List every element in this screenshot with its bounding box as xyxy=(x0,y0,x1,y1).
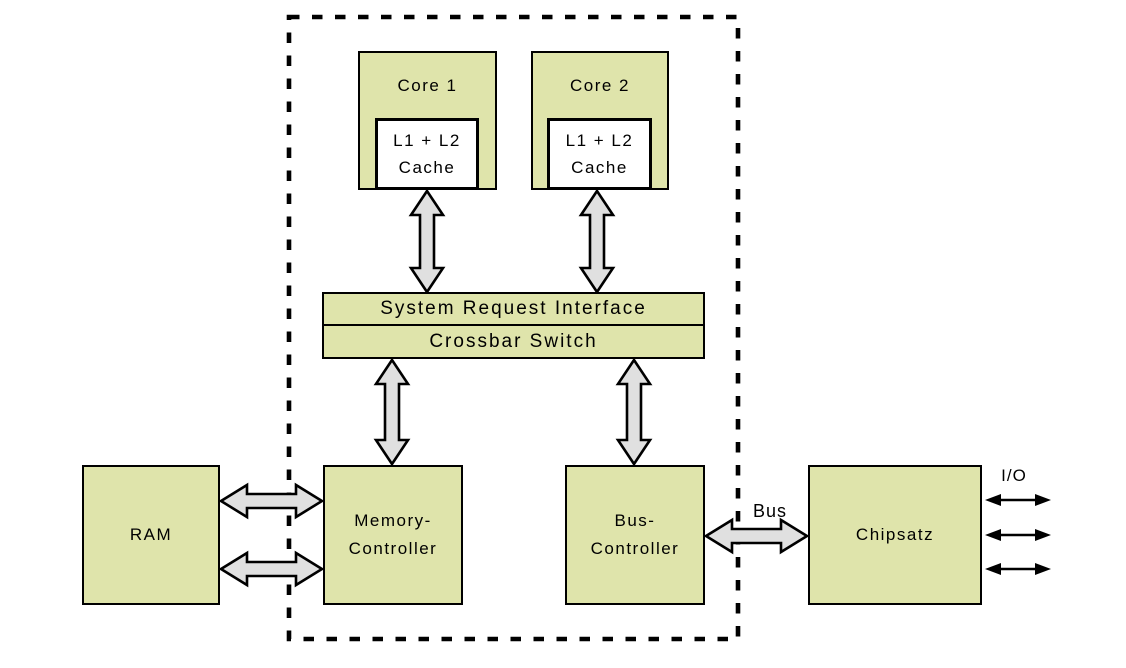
arrow-ram-memory-lower xyxy=(218,550,325,588)
chipsatz-label: Chipsatz xyxy=(855,525,935,544)
memory-controller-box: Memory- Controller xyxy=(323,465,463,605)
crossbar-switch-bar: Crossbar Switch xyxy=(322,324,705,359)
core1-label: Core 1 xyxy=(397,76,458,95)
sri-label: System Request Interface xyxy=(380,298,647,319)
arrow-crossbar-memory-controller xyxy=(373,357,411,467)
ram-box: RAM xyxy=(82,465,220,605)
core2-cache-box: L1 + L2 Cache xyxy=(547,118,652,190)
io-arrow-1 xyxy=(985,494,1051,506)
system-request-interface-bar: System Request Interface xyxy=(322,292,705,326)
memory-controller-line1: Memory- xyxy=(354,511,432,530)
io-arrow-3 xyxy=(985,563,1051,575)
core1-cache-box: L1 + L2 Cache xyxy=(375,118,479,190)
arrow-crossbar-bus-controller xyxy=(615,357,653,467)
core1-cache-line1: L1 + L2 xyxy=(393,131,461,150)
arrow-ram-memory-upper xyxy=(218,482,325,520)
io-arrow-2 xyxy=(985,529,1051,541)
arrow-bus-chipsatz xyxy=(703,517,810,555)
core2-cache-line2: Cache xyxy=(571,158,628,177)
core2-cache-line1: L1 + L2 xyxy=(565,131,634,150)
core1-cache-line2: Cache xyxy=(398,158,456,177)
arrow-core2-sri xyxy=(578,188,616,295)
core2-label: Core 2 xyxy=(569,76,631,95)
bus-controller-line1: Bus- xyxy=(614,511,656,530)
crossbar-label: Crossbar Switch xyxy=(429,330,598,352)
io-edge-label: I/O xyxy=(1001,466,1027,485)
bus-edge-label: Bus xyxy=(752,501,788,521)
ram-label: RAM xyxy=(129,525,173,544)
bus-controller-line2: Controller xyxy=(590,539,680,558)
memory-controller-line2: Controller xyxy=(348,539,438,558)
chipsatz-box: Chipsatz xyxy=(808,465,982,605)
bus-controller-box: Bus- Controller xyxy=(565,465,705,605)
cpu-die-dashed-border xyxy=(286,14,741,642)
arrow-core1-sri xyxy=(408,188,446,295)
